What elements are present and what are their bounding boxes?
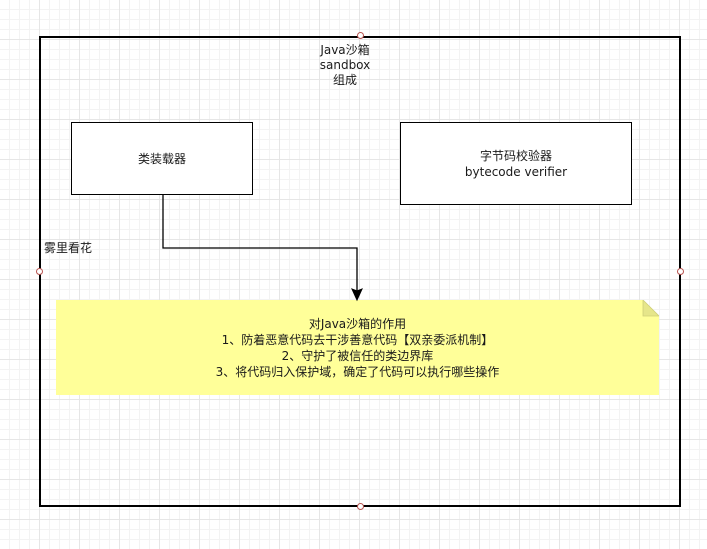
note-line: 3、将代码归入保护域，确定了代码可以执行哪些操作 [215, 365, 500, 379]
class-loader-label: 类装载器 [137, 151, 186, 166]
resize-handle-top[interactable] [357, 32, 364, 39]
connector-arrow-icon [351, 288, 363, 302]
resize-handle-left[interactable] [36, 268, 43, 275]
bytecode-verifier-label: 字节码校验器 [479, 148, 552, 163]
sandbox-title: Java沙箱 sandbox 组成 [270, 43, 420, 88]
resize-handle-right[interactable] [677, 268, 684, 275]
bytecode-verifier-node[interactable]: 字节码校验器 bytecode verifier [400, 122, 632, 205]
note-line: 1、防着恶意代码去干涉善意代码【双亲委派机制】 [221, 333, 494, 347]
sandbox-title-line: Java沙箱 [320, 43, 370, 57]
class-loader-node[interactable]: 类装载器 [71, 122, 253, 195]
note-line: 对Java沙箱的作用 [308, 317, 407, 331]
sticky-note-body [56, 300, 659, 395]
sticky-note-text: 对Java沙箱的作用 1、防着恶意代码去干涉善意代码【双亲委派机制】 2、守护了… [56, 316, 659, 380]
side-label: 雾里看花 [44, 241, 93, 255]
sticky-note-fold-icon [642, 300, 659, 317]
connector-line [162, 195, 358, 291]
sandbox-title-line: 组成 [332, 73, 357, 87]
bytecode-verifier-label: bytecode verifier [464, 164, 568, 179]
note-line: 2、守护了被信任的类边界库 [281, 349, 434, 363]
resize-handle-bottom[interactable] [357, 503, 364, 510]
sticky-note[interactable] [56, 300, 659, 395]
sandbox-title-line: sandbox [319, 58, 371, 72]
